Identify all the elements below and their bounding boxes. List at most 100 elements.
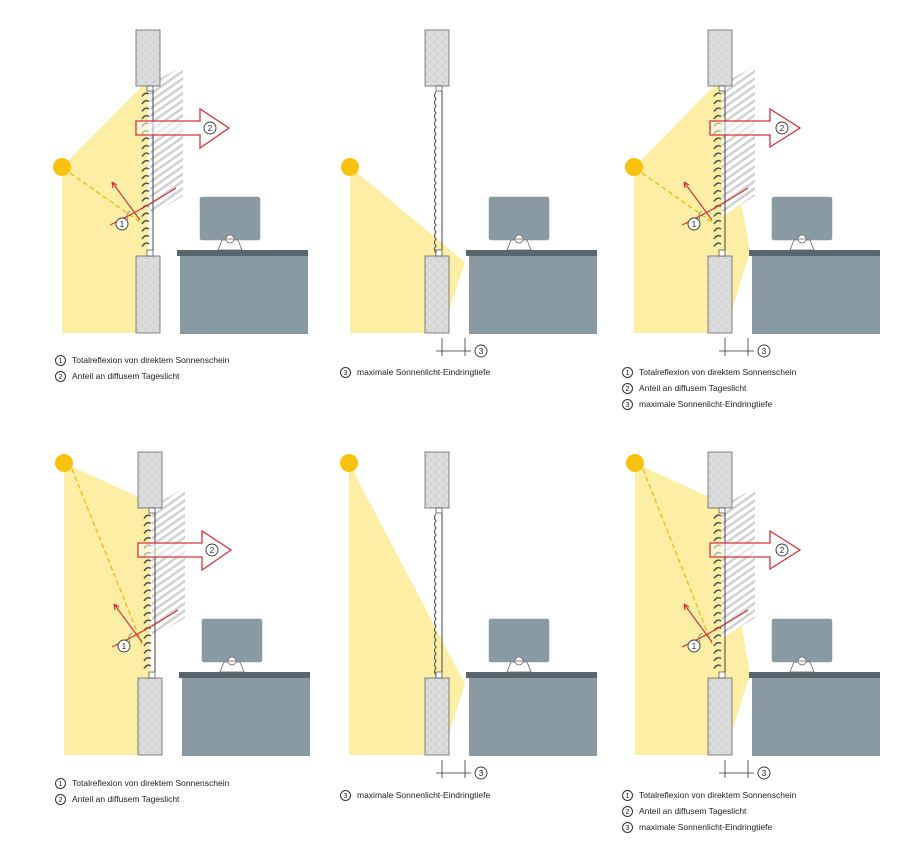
desk-top xyxy=(749,250,880,256)
penetration-depth-dimension xyxy=(719,760,754,778)
louvre-closed xyxy=(433,513,437,676)
number-circle xyxy=(687,217,701,231)
wall-section-lower xyxy=(424,255,450,334)
louvre-slat xyxy=(713,521,722,527)
window-frame-top xyxy=(718,507,726,514)
window-frame-top xyxy=(435,507,443,514)
wall-section-lower xyxy=(137,677,163,756)
louvre-slat xyxy=(713,144,722,150)
louvre-slat xyxy=(141,159,150,165)
monitor xyxy=(487,195,551,251)
desk xyxy=(469,678,597,756)
diffuse-light-zone xyxy=(722,488,755,638)
louvre-slat xyxy=(713,182,722,187)
diagram-panel-2: 3 xyxy=(341,29,597,358)
legend-text: Totalreflexion von direktem Sonnenschein xyxy=(639,367,797,377)
diffuse-light-zone xyxy=(722,66,755,216)
reflection-arrow-head xyxy=(113,603,143,643)
louvre-slat xyxy=(143,581,152,587)
louvre-slat xyxy=(143,574,152,579)
louvre-slat xyxy=(143,514,152,519)
legend-text: Anteil an diffusem Tageslicht xyxy=(639,383,747,393)
louvre-slat xyxy=(713,641,722,647)
window-frame-bottom xyxy=(148,671,156,679)
direct-sun-ray xyxy=(641,172,713,223)
louvre-slat xyxy=(141,137,150,142)
number-label: 1 xyxy=(687,217,701,231)
louvre-slat xyxy=(713,234,722,240)
sun-icon xyxy=(341,158,359,176)
monitor-screen xyxy=(487,195,551,242)
number-text: 1 xyxy=(692,642,697,651)
sunlight-beam xyxy=(62,80,148,333)
louvre-slat xyxy=(713,536,722,542)
louvre-slat xyxy=(141,114,150,120)
number-text: 1 xyxy=(122,642,127,651)
legend-text: Anteil an diffusem Tageslicht xyxy=(72,371,180,381)
number-label: 2 xyxy=(203,121,217,135)
desk xyxy=(752,678,880,756)
sun-icon xyxy=(340,454,358,472)
louvre-closed xyxy=(433,91,437,254)
number-text: 2 xyxy=(780,546,785,555)
desk xyxy=(752,256,880,334)
wall-section-lower xyxy=(424,677,450,756)
desk-top xyxy=(179,672,310,678)
reflection-arrow xyxy=(111,609,179,648)
number-text: 3 xyxy=(479,769,484,778)
wall-section-upper xyxy=(137,451,163,509)
number-circle xyxy=(203,121,217,135)
louvre-slat xyxy=(713,152,722,157)
number-label: 1 xyxy=(117,639,131,653)
window-frame-top xyxy=(148,507,156,514)
louvre-slat xyxy=(713,242,722,247)
louvre-blind xyxy=(433,513,437,676)
window-frame-bottom xyxy=(718,671,726,679)
number-circle xyxy=(775,543,789,557)
number-label: 2 xyxy=(205,543,219,557)
louvre-slat xyxy=(713,167,722,172)
window-frame-bottom xyxy=(435,249,443,257)
louvre-slat xyxy=(713,574,722,579)
louvre-slat xyxy=(143,649,152,654)
desk xyxy=(182,678,310,756)
reflection-arrow xyxy=(681,187,749,226)
number-circle xyxy=(115,217,129,231)
diffuse-light-zone xyxy=(150,66,183,216)
penetration-depth-dimension xyxy=(719,338,754,356)
desk-top xyxy=(466,672,597,678)
louvre-slat xyxy=(713,137,722,142)
louvre-slat xyxy=(713,514,722,519)
number-label: 2 xyxy=(775,543,789,557)
legend-text: Totalreflexion von direktem Sonnenschein xyxy=(639,790,797,800)
window-frame-bottom xyxy=(718,249,726,257)
louvre-blind xyxy=(433,91,437,254)
number-circle xyxy=(757,344,771,358)
reflection-arrow-head xyxy=(683,181,713,221)
louvre-slat xyxy=(143,641,152,647)
louvre-slat xyxy=(141,92,150,97)
legend-text: Totalreflexion von direktem Sonnenschein xyxy=(72,355,230,365)
louvre-slat xyxy=(713,189,722,195)
legend-text: Totalreflexion von direktem Sonnenschein xyxy=(72,778,230,788)
legend-text: Anteil an diffusem Tageslicht xyxy=(639,806,747,816)
diffuse-light-arrow xyxy=(137,529,233,572)
number-label: 3 xyxy=(474,766,488,780)
louvre-slat xyxy=(143,604,152,609)
number-circle xyxy=(474,344,488,358)
number-label: 1 xyxy=(115,217,129,231)
angle-arc xyxy=(128,632,133,643)
number-label: 1 xyxy=(687,639,701,653)
louvre-slat xyxy=(713,212,722,217)
louvre-slat xyxy=(141,152,150,157)
